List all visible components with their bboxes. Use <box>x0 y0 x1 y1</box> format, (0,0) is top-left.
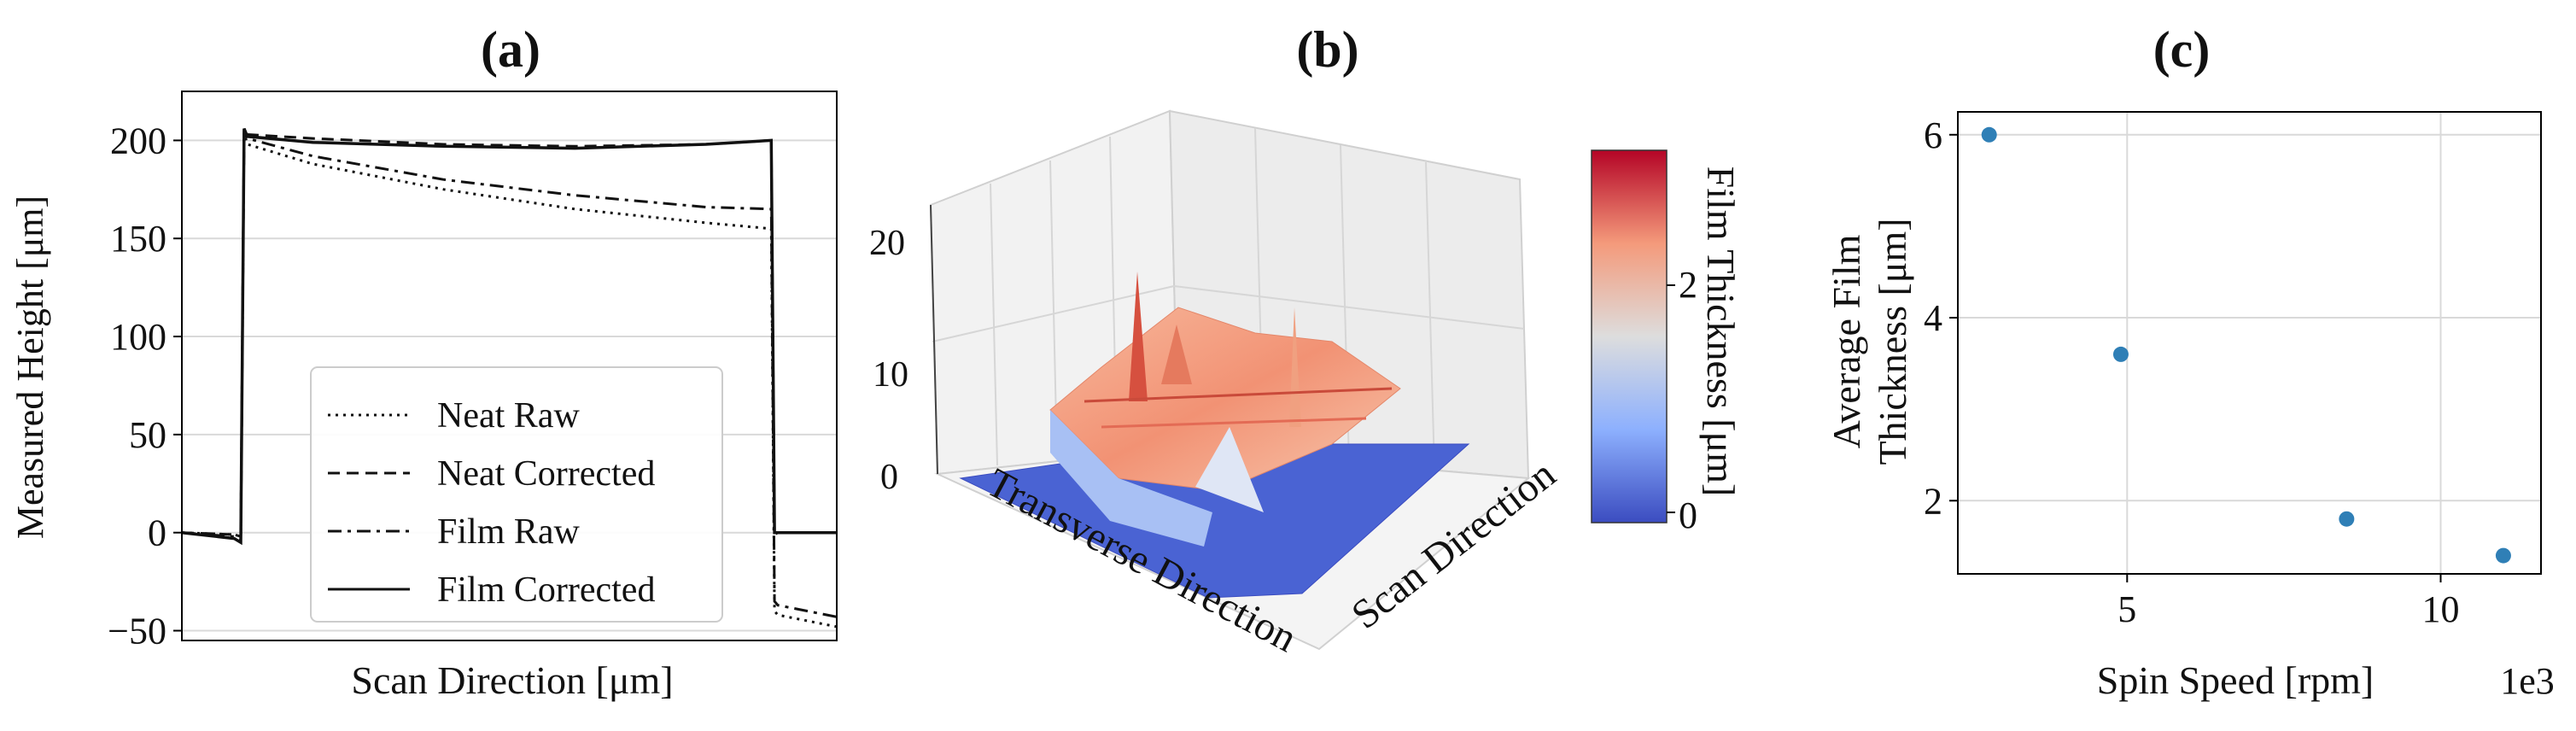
panel-b-surface <box>959 272 1470 599</box>
scatter-point <box>2339 511 2355 527</box>
panel-b-label: (b) <box>1296 21 1358 78</box>
legend-label: Neat Corrected <box>437 454 655 494</box>
legend-label: Film Raw <box>437 512 581 552</box>
grid-line <box>990 183 998 466</box>
y-tick-label: 2 <box>1924 480 1942 522</box>
scatter-point <box>1981 126 1997 143</box>
colorbar-tick-label: 0 <box>1679 494 1697 536</box>
z-tick-label: 0 <box>880 458 898 497</box>
film-edge-blue <box>1050 410 1212 547</box>
y-tick-label: 100 <box>110 316 166 358</box>
panel-a-y-axis-label: Measured Height [μm] <box>9 196 51 539</box>
x-tick-label: 10 <box>2421 588 2459 630</box>
surface-ridge <box>1101 417 1367 429</box>
legend-label: Film Corrected <box>437 570 655 610</box>
y-tick-label: 200 <box>110 120 166 161</box>
y-tick-label: 50 <box>129 414 166 456</box>
panel-c-gridlines <box>1958 112 2541 574</box>
z-axis <box>930 204 938 475</box>
panel-a-plot-frame <box>181 91 838 641</box>
panel-c-y-axis-label-line2: Thickness [μm] <box>1871 218 1914 465</box>
series-line <box>181 132 838 629</box>
panel-a-x-axis-label: Scan Direction [μm] <box>351 658 673 702</box>
colorbar-gradient <box>1591 149 1668 523</box>
panel-a-series <box>181 126 838 629</box>
panel-b: (b) 0 10 20 <box>869 21 1743 661</box>
y-tick-label: 4 <box>1924 297 1942 339</box>
grid-line <box>932 285 1175 342</box>
panel-c-points <box>1981 126 2511 564</box>
surface-ridge <box>1084 387 1393 403</box>
y-tick-label: −50 <box>108 611 166 652</box>
colorbar-label: Film Thickness [μm] <box>1699 167 1743 497</box>
grid-line <box>1425 161 1435 471</box>
colorbar: 2 0 Film Thickness [μm] <box>1591 149 1743 536</box>
colorbar-tick-label: 2 <box>1679 264 1697 306</box>
panel-c-offset-text: 1e3 <box>2500 660 2555 702</box>
z-tick-label: 20 <box>869 224 905 263</box>
y-tick-label: 150 <box>110 218 166 260</box>
legend-box <box>310 366 723 623</box>
scatter-point <box>2495 547 2511 564</box>
legend-label: Neat Raw <box>437 396 580 436</box>
panel-c-x-axis-label: Spin Speed [rpm] <box>2097 658 2374 702</box>
series-line <box>181 127 837 546</box>
panel-c-label: (c) <box>2153 21 2211 78</box>
y-tick-label: 0 <box>148 512 166 554</box>
panel-c-y-axis-label-line1: Average Film <box>1825 234 1868 448</box>
spike <box>1161 325 1192 384</box>
x-tick-label: 5 <box>2117 588 2136 630</box>
y-tick-label: 6 <box>1924 114 1942 156</box>
panel-a-y-ticks: −50 0 50 100 150 200 <box>108 120 182 652</box>
panel-c-plot-frame <box>1957 111 2542 575</box>
panel-a-label: (a) <box>481 21 540 78</box>
dip-region <box>1195 427 1264 512</box>
scatter-point <box>2112 346 2129 362</box>
panel-c-ticks: 5 10 2 4 6 <box>1924 114 2459 630</box>
spike <box>1289 307 1301 427</box>
spike <box>1129 272 1148 401</box>
panel-c: (c) 5 10 2 4 6 Spin Speed [rpm] 1e3 Average … <box>1825 21 2555 702</box>
z-tick-label: 10 <box>873 355 908 395</box>
grid-line <box>1173 285 1525 330</box>
